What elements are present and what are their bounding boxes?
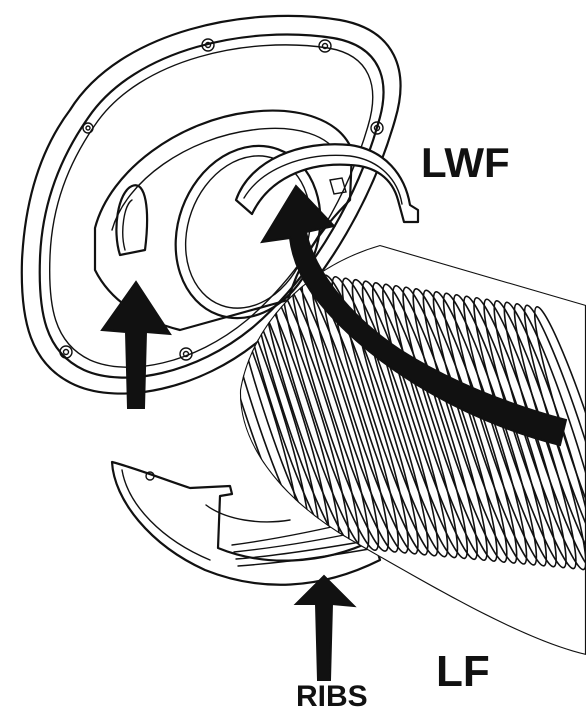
- lwf-label: LWF: [421, 139, 510, 186]
- arrow-curved-into-outlet: [260, 184, 568, 447]
- hose-corrugation: [392, 284, 488, 562]
- hose-corrugation: [533, 305, 586, 575]
- arrow-left-up: [100, 280, 172, 409]
- ribs-label: RIBS: [296, 680, 368, 713]
- lf-lower-shell: [110, 460, 382, 586]
- hose-corrugation: [402, 286, 498, 562]
- hose-corrugation: [412, 288, 508, 563]
- screw-hole: [318, 39, 332, 53]
- hose-corrugation: [422, 289, 518, 564]
- lf-label: LF: [436, 647, 490, 696]
- arrow-ribs-up: [293, 574, 357, 681]
- hose-corrugation: [361, 280, 459, 559]
- hose-corrugation: [351, 278, 449, 558]
- mounting-flange: [20, 14, 402, 395]
- screw-hole: [201, 38, 215, 52]
- hose-corrugation: [371, 281, 469, 560]
- screw-hole: [82, 122, 94, 134]
- hose-corrugation: [382, 283, 478, 561]
- lwf-upper-shell: [234, 143, 420, 224]
- hose-corrugation: [331, 275, 429, 556]
- screw-hole: [179, 347, 193, 361]
- screw-hole: [370, 121, 384, 135]
- hose-corrugation: [341, 277, 439, 557]
- screw-hole: [59, 345, 73, 359]
